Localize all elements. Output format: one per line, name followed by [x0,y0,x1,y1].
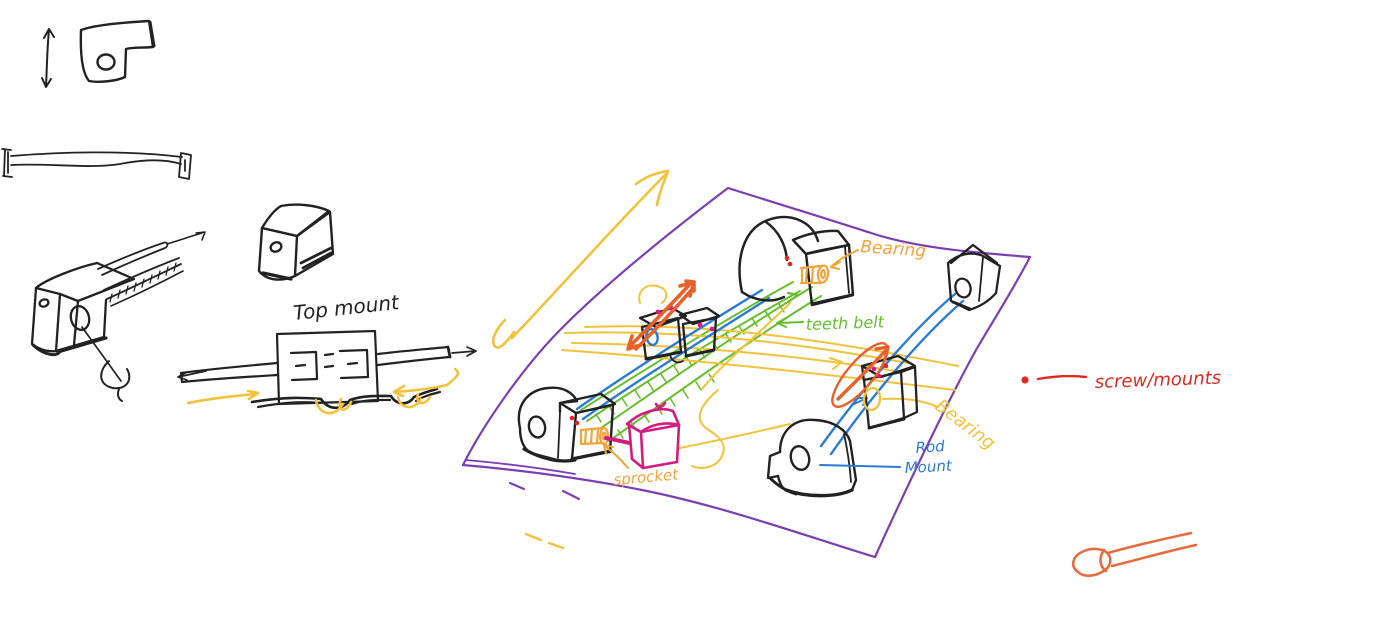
bottom-right-rod-mount-sketch [766,418,858,498]
motion-arrow-yellow [492,169,670,349]
rod-mount-label-line2: Mount [904,457,953,477]
sprocket-callout [603,444,629,469]
sprocket-label: sprocket [613,465,680,489]
pen-tip-sketch [1071,531,1198,577]
top-mount-diagram [177,329,477,415]
teeth-belt-label: teeth belt [805,312,885,334]
l-bracket-sketch [79,19,156,83]
right-rod-mount-sketch [946,243,1002,312]
bearing-top-callout [830,249,859,270]
rod-mount-label-line1: Rod [915,437,946,457]
plate-outline [461,186,1032,559]
rod-mount-iso-sketch [30,231,206,402]
belt-routing-yellow [561,284,959,469]
sprocket-sketch [579,426,610,446]
rod-sketch [1,148,192,180]
bearing-top-label: Bearing [860,237,927,262]
bearing-highlight-ellipse [831,342,890,408]
bottom-left-motor-sketch [517,386,681,470]
right-carriage-sketch [831,342,919,430]
screw-mounts-legend [1021,374,1088,384]
screw-mounts-label: screw/mounts [1094,368,1221,393]
bearing-top-sketch [799,264,830,285]
top-mount-label: Top mount [292,290,401,325]
teeth-belt-callout [776,317,804,328]
vertical-arrow-sketch [41,28,55,88]
center-carriage-sketch [626,279,721,364]
carriage-motion-arrow [626,279,696,351]
rod-mount-callout [819,464,901,468]
pink-cube-sketch [604,401,681,470]
top-motor-sketch [738,215,855,307]
cube-sketch [257,203,335,281]
stray-marks [524,532,565,550]
bearing-circle-yellow [862,386,882,412]
